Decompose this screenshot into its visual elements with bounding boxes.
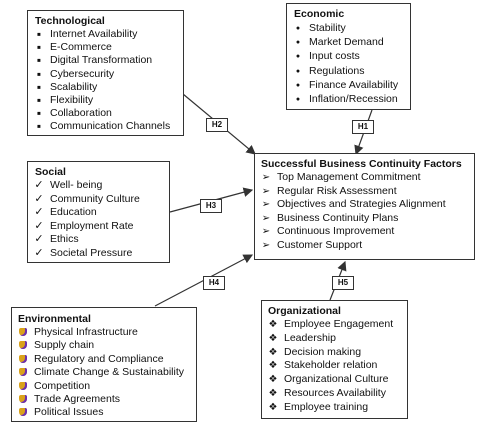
technological-box: Technological Internet Availability E-Co… <box>27 10 184 136</box>
economic-box: Economic Stability Market Demand Input c… <box>286 3 411 110</box>
technological-title: Technological <box>35 15 105 27</box>
arrowhead-bullet-icon <box>259 212 273 226</box>
economic-title: Economic <box>294 8 345 20</box>
economic-item: Finance Availability <box>287 78 398 92</box>
arrowhead-bullet-icon <box>259 171 273 185</box>
check-icon <box>32 220 46 234</box>
technological-item: Cybersecurity <box>28 68 170 81</box>
hypothesis-label-h1: H1 <box>352 120 374 134</box>
economic-item: Market Demand <box>287 35 398 49</box>
check-icon <box>32 247 46 261</box>
round-bullet-icon <box>291 35 305 50</box>
environmental-item: Political Issues <box>12 406 184 419</box>
social-item: Well- being <box>28 179 140 193</box>
pointing-hand-icon <box>16 366 30 380</box>
hypothesis-label-h2: H2 <box>206 118 228 132</box>
social-item: Employment Rate <box>28 220 140 234</box>
pointing-hand-icon <box>16 339 30 353</box>
social-item: Education <box>28 206 140 220</box>
environmental-item: Trade Agreements <box>12 393 184 406</box>
success-factor-item: Top Management Commitment <box>255 171 446 185</box>
environmental-list: Physical Infrastructure Supply chain Reg… <box>12 326 184 420</box>
economic-item: Regulations <box>287 64 398 78</box>
environmental-item: Supply chain <box>12 339 184 352</box>
success-factor-item: Customer Support <box>255 239 446 253</box>
hypothesis-label-h4: H4 <box>203 276 225 290</box>
hypothesis-label-h3: H3 <box>200 199 222 213</box>
arrowhead-bullet-icon <box>259 239 273 253</box>
organizational-item: Resources Availability <box>262 387 393 401</box>
social-list: Well- being Community Culture Education … <box>28 179 140 261</box>
arrowhead-bullet-icon <box>259 225 273 239</box>
social-item: Societal Pressure <box>28 247 140 261</box>
organizational-item: Employee Engagement <box>262 318 393 332</box>
organizational-list: Employee Engagement Leadership Decision … <box>262 318 393 415</box>
environmental-item: Regulatory and Compliance <box>12 353 184 366</box>
environmental-box: Environmental Physical Infrastructure Su… <box>11 307 197 422</box>
economic-list: Stability Market Demand Input costs Regu… <box>287 21 398 106</box>
pointing-hand-icon <box>16 406 30 420</box>
organizational-box: Organizational Employee Engagement Leade… <box>261 300 408 419</box>
round-bullet-icon <box>291 78 305 93</box>
success-factor-item: Continuous Improvement <box>255 225 446 239</box>
diamond-bullet-icon <box>266 332 280 346</box>
hypothesis-label-h5: H5 <box>332 276 354 290</box>
success-factor-item: Regular Risk Assessment <box>255 185 446 199</box>
check-icon <box>32 179 46 193</box>
technological-list: Internet Availability E-Commerce Digital… <box>28 28 170 134</box>
organizational-title: Organizational <box>268 305 341 317</box>
technological-item: Flexibility <box>28 94 170 107</box>
diamond-bullet-icon <box>266 359 280 373</box>
pointing-hand-icon <box>16 393 30 407</box>
success-factors-box: Successful Business Continuity Factors T… <box>254 153 475 260</box>
round-bullet-icon <box>291 49 305 64</box>
check-icon <box>32 193 46 207</box>
pointing-hand-icon <box>16 353 30 367</box>
success-factors-list: Top Management Commitment Regular Risk A… <box>255 171 446 253</box>
technological-item: Collaboration <box>28 107 170 120</box>
organizational-item: Organizational Culture <box>262 373 393 387</box>
social-item: Community Culture <box>28 193 140 207</box>
economic-item: Stability <box>287 21 398 35</box>
economic-item: Inflation/Recession <box>287 92 398 106</box>
pointing-hand-icon <box>16 326 30 340</box>
pointing-hand-icon <box>16 380 30 394</box>
technological-item: E-Commerce <box>28 41 170 54</box>
diamond-bullet-icon <box>266 401 280 415</box>
social-box: Social Well- being Community Culture Edu… <box>27 161 170 263</box>
diamond-bullet-icon <box>266 318 280 332</box>
check-icon <box>32 206 46 220</box>
check-icon <box>32 233 46 247</box>
environmental-title: Environmental <box>18 313 91 325</box>
success-factor-item: Business Continuity Plans <box>255 212 446 226</box>
success-factor-item: Objectives and Strategies Alignment <box>255 198 446 212</box>
organizational-item: Stakeholder relation <box>262 359 393 373</box>
environmental-item: Physical Infrastructure <box>12 326 184 339</box>
organizational-item: Decision making <box>262 346 393 360</box>
technological-item: Communication Channels <box>28 120 170 133</box>
environmental-item: Climate Change & Sustainability <box>12 366 184 379</box>
economic-item: Input costs <box>287 49 398 63</box>
success-factors-title: Successful Business Continuity Factors <box>261 158 462 170</box>
square-bullet-icon <box>32 120 46 134</box>
round-bullet-icon <box>291 92 305 107</box>
diamond-bullet-icon <box>266 387 280 401</box>
diamond-bullet-icon <box>266 373 280 387</box>
technological-item: Internet Availability <box>28 28 170 41</box>
technological-item: Scalability <box>28 81 170 94</box>
round-bullet-icon <box>291 21 305 36</box>
social-item: Ethics <box>28 233 140 247</box>
technological-item: Digital Transformation <box>28 54 170 67</box>
arrowhead-bullet-icon <box>259 185 273 199</box>
arrowhead-bullet-icon <box>259 198 273 212</box>
organizational-item: Employee training <box>262 401 393 415</box>
environmental-item: Competition <box>12 380 184 393</box>
round-bullet-icon <box>291 64 305 79</box>
social-title: Social <box>35 166 66 178</box>
diamond-bullet-icon <box>266 346 280 360</box>
organizational-item: Leadership <box>262 332 393 346</box>
